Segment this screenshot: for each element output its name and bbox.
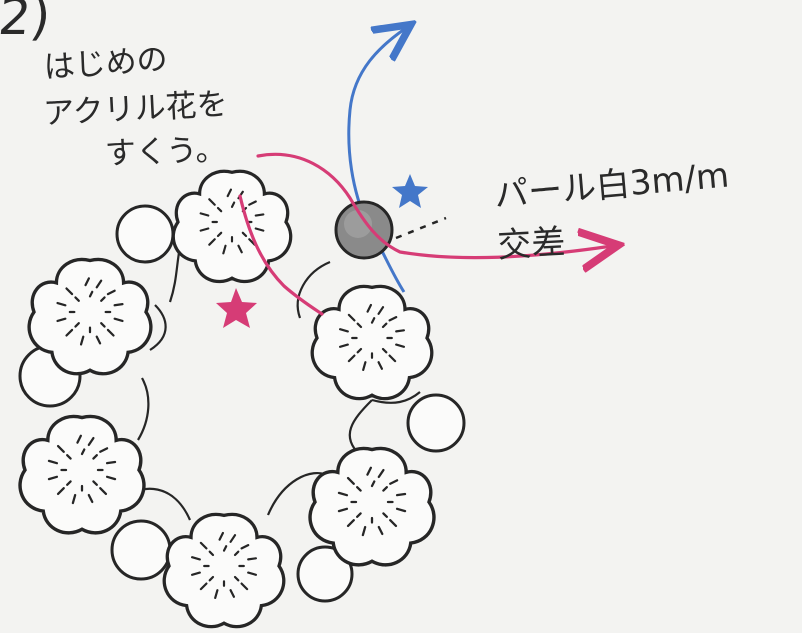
blue-star xyxy=(392,174,428,208)
ring-bead xyxy=(110,519,172,581)
arrow xyxy=(347,28,406,293)
blue-thread xyxy=(347,28,406,293)
step-number: 2) xyxy=(0,0,54,46)
pink-thread xyxy=(238,152,612,316)
flower-motif xyxy=(171,169,293,284)
ring-bead xyxy=(115,204,175,264)
flower-motif xyxy=(18,414,146,535)
leader-line xyxy=(395,216,447,240)
arrow xyxy=(256,152,612,257)
ring-bead xyxy=(406,393,466,453)
instruction-line-1: はじめの xyxy=(42,41,169,86)
ring-bead xyxy=(296,545,354,603)
pearl-note-line-2: 交差 xyxy=(496,222,567,266)
pink-star xyxy=(216,288,257,328)
instruction-line-3: すくう。 xyxy=(104,131,227,172)
flower-motif xyxy=(310,284,434,401)
flower-motif xyxy=(162,512,286,629)
